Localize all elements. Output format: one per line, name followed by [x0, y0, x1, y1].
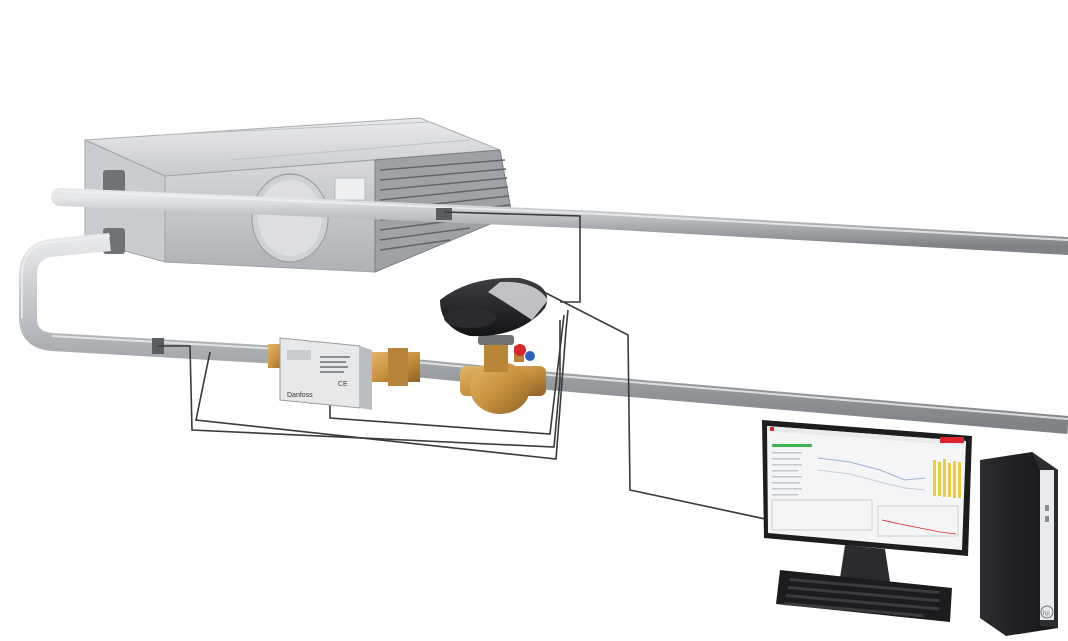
balancing-valve — [460, 335, 546, 414]
pipe-supply — [51, 188, 1068, 255]
valve-actuator — [440, 277, 548, 337]
pc-tower: hp — [980, 452, 1058, 636]
meter-ce-mark: CE — [338, 381, 348, 388]
supply-temp-sensor — [436, 208, 452, 220]
fan-coil-unit — [84, 117, 513, 273]
test-point-blue — [525, 351, 535, 361]
pipe-return — [19, 233, 1068, 434]
keyboard — [776, 570, 952, 622]
hp-logo-icon: hp — [1040, 605, 1054, 619]
monitor — [762, 420, 972, 590]
test-point-red — [514, 344, 526, 356]
signal-cables — [158, 211, 771, 521]
tower-logo-text: hp — [1043, 611, 1050, 617]
energy-meter: CE Danfoss — [268, 337, 420, 410]
meter-brand: Danfoss — [287, 392, 313, 399]
